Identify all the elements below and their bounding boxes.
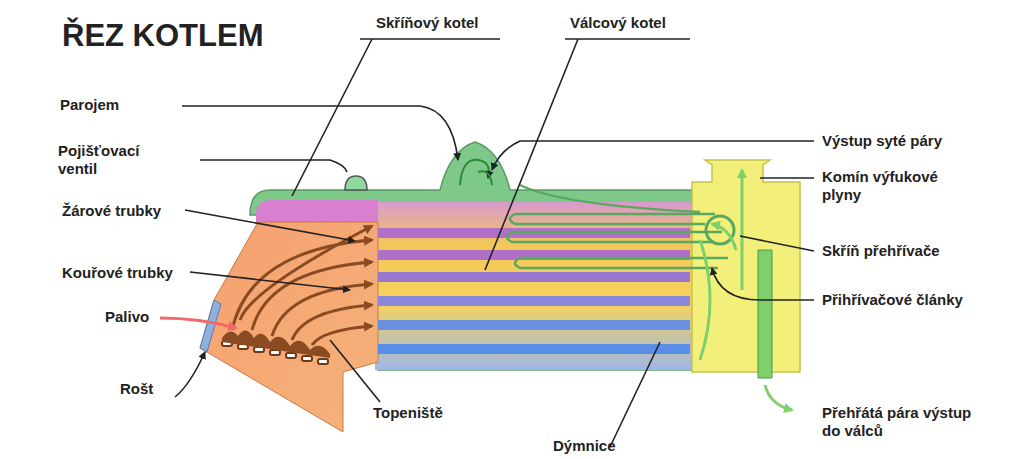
flue-tubes-label: Žárové trubky (62, 202, 161, 220)
steam-dome-label: Parojem (60, 96, 119, 114)
superheater-box-label: Skříň přehřívače (822, 242, 940, 260)
superheated-steam-label: Přehřátá pára výstup do válců (822, 404, 972, 440)
cylinder-boiler-label: Válcový kotel (570, 14, 666, 32)
saturated-steam-label: Výstup syté páry (822, 132, 942, 150)
box-boiler-label: Skříňový kotel (376, 14, 479, 32)
smoke-tubes-label: Kouřové trubky (62, 264, 173, 282)
fuel-label: Palivo (105, 308, 149, 326)
grate-label: Rošt (120, 380, 153, 398)
superheater-elements-label: Přihřívačové články (822, 291, 963, 309)
safety-valve-label: Pojišťovací ventil (58, 142, 168, 178)
title: ŘEZ KOTLEM (62, 18, 264, 54)
smokebox-label: Dýmnice (553, 437, 616, 455)
firebox-label: Topeniště (373, 404, 443, 422)
chimney-label: Komín výfukové plyny (822, 168, 950, 204)
